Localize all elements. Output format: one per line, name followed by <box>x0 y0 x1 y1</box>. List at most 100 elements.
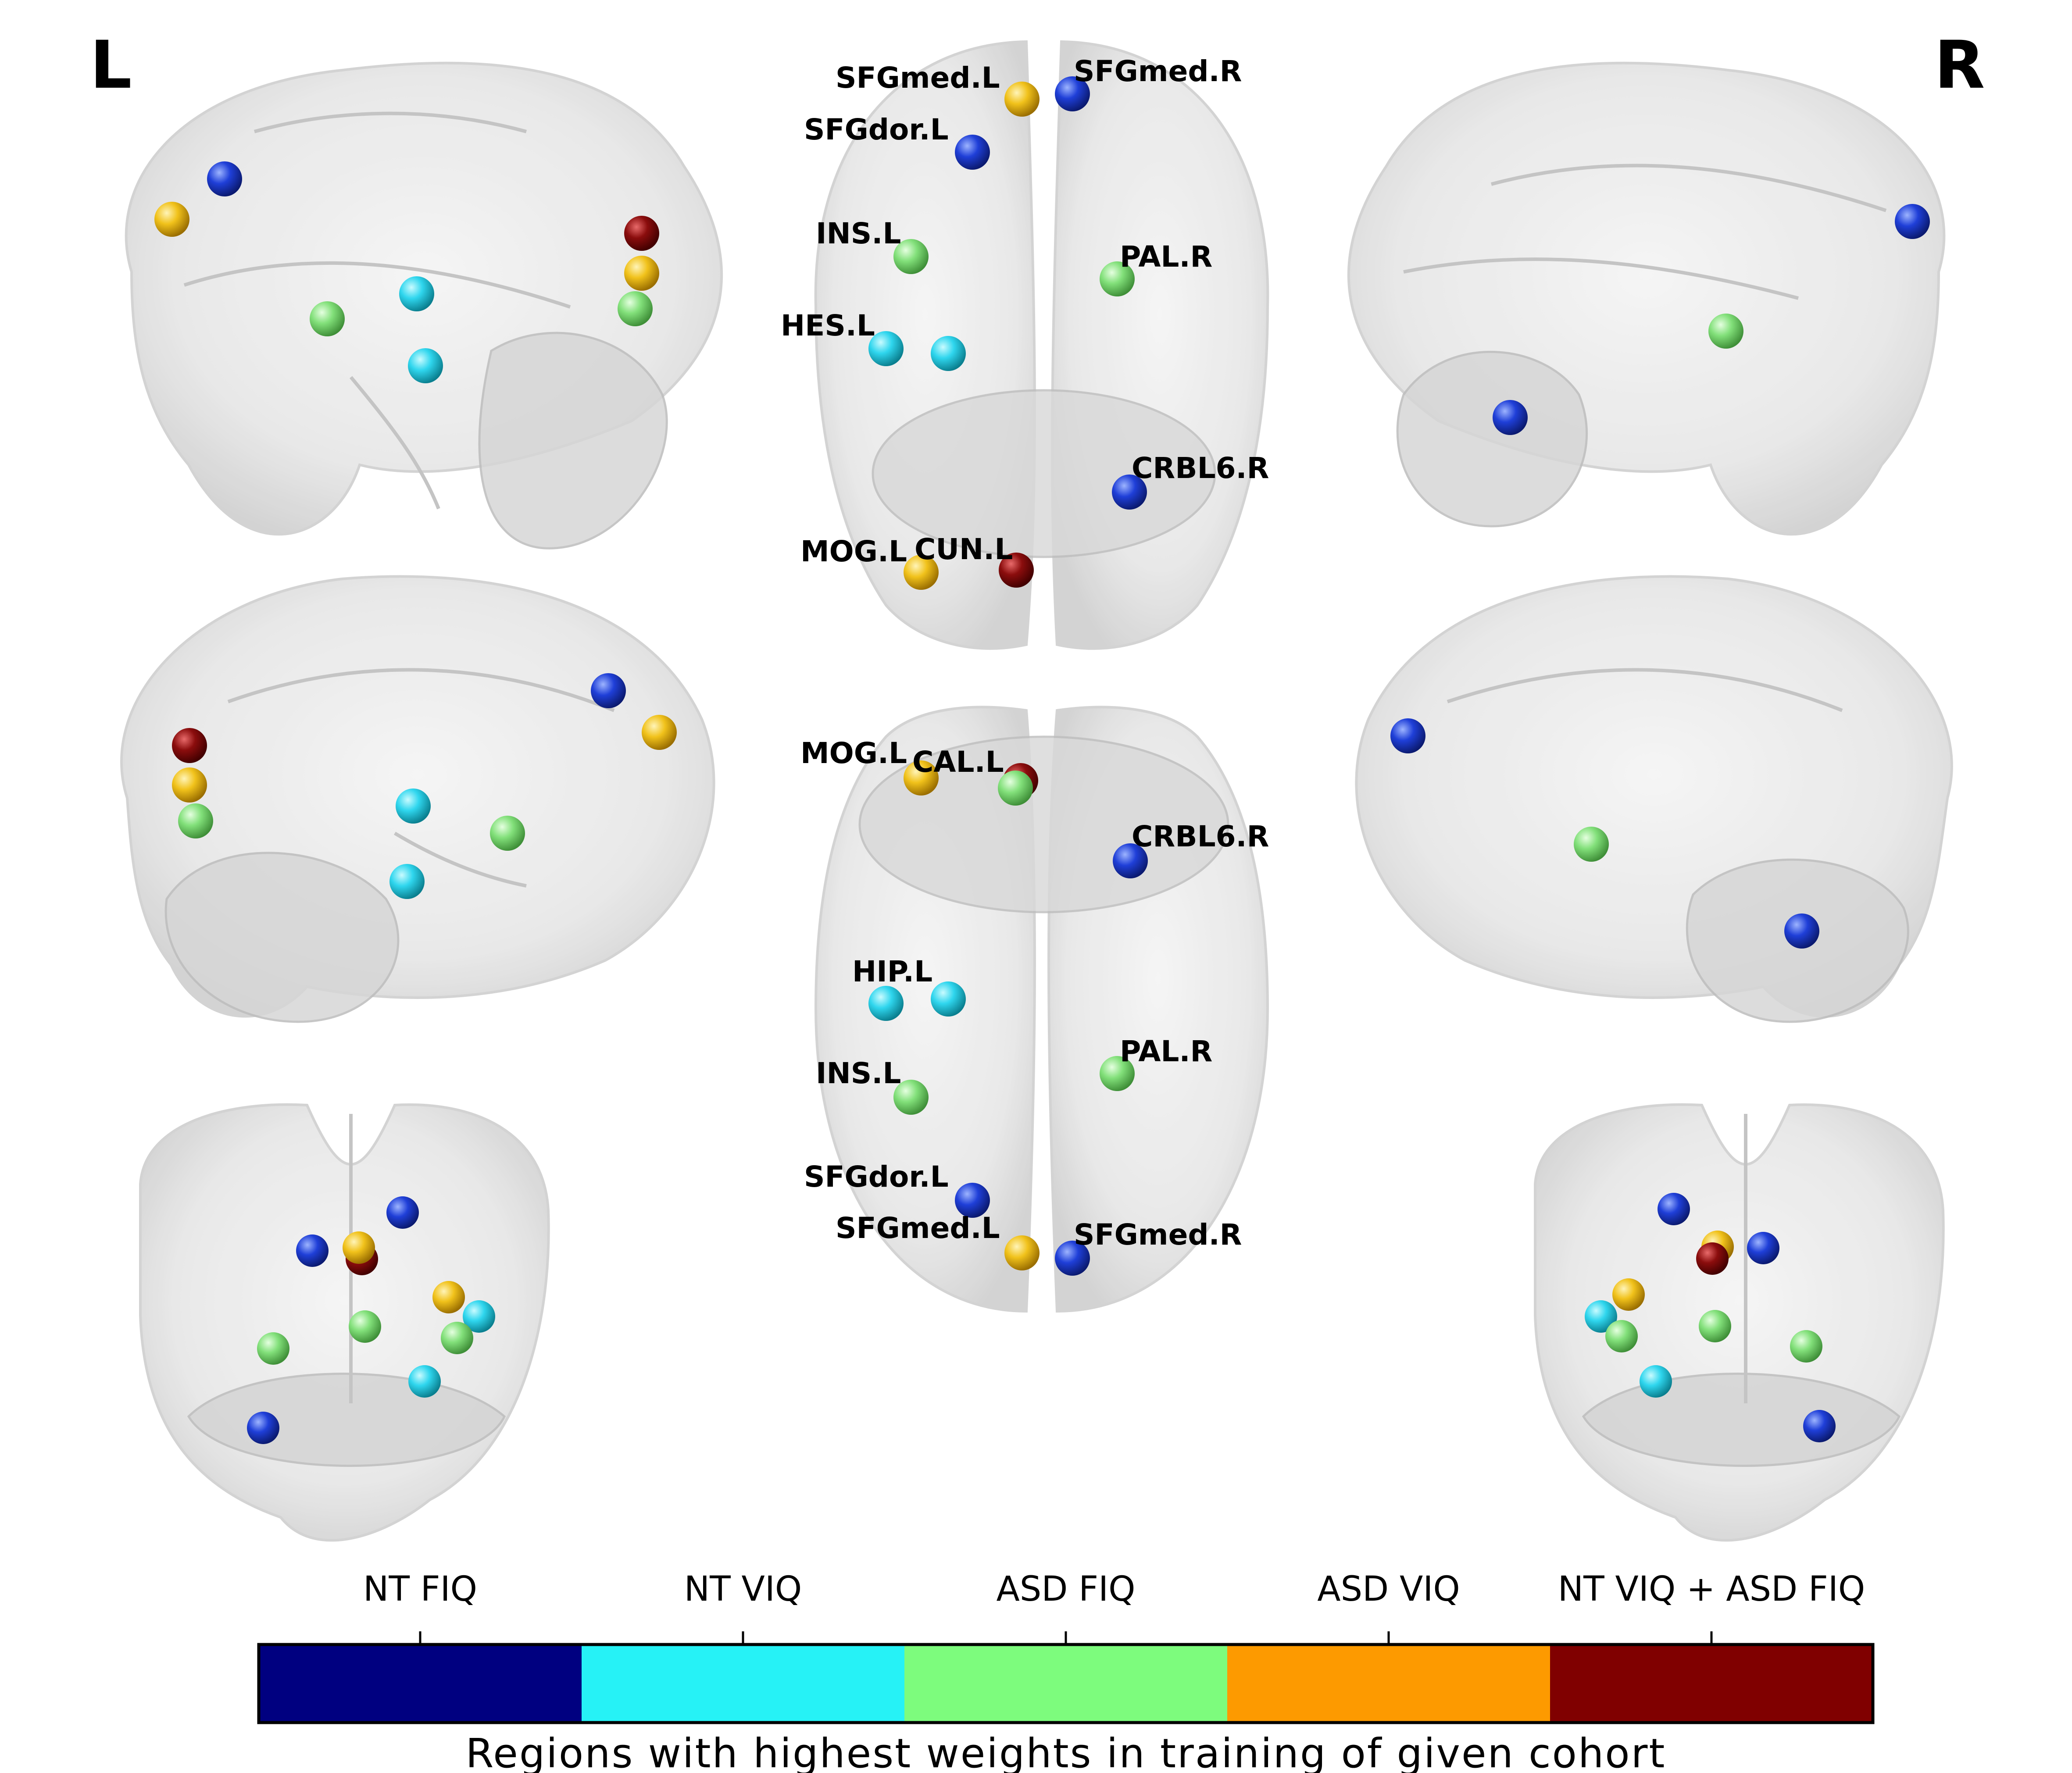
sulci-lines <box>183 111 571 510</box>
colorbar-tick-label: NT VIQ <box>684 1570 802 1609</box>
sulci-lines <box>227 668 615 888</box>
region-label: CUN.L <box>915 532 1013 566</box>
colorbar-swatch <box>582 1645 905 1723</box>
region-label: INS.L <box>816 217 901 250</box>
node-yellow <box>624 256 659 291</box>
node-green <box>893 239 929 274</box>
node-green <box>349 1310 381 1343</box>
region-label: PAL.R <box>1120 240 1212 274</box>
sulci-lines <box>1447 668 1843 712</box>
right-hemisphere-outline <box>1051 40 1269 650</box>
colorbar-tick-label: ASD VIQ <box>1317 1570 1460 1609</box>
node-green <box>310 301 345 336</box>
colorbar-swatch <box>259 1645 582 1723</box>
region-label: HES.L <box>781 309 875 342</box>
colorbar-swatch <box>1227 1645 1550 1723</box>
node-blue <box>247 1412 279 1444</box>
node-green <box>178 803 213 838</box>
node-yellow <box>1004 82 1040 117</box>
node-green <box>1790 1330 1822 1363</box>
node-green <box>1574 827 1609 862</box>
node-yellow <box>343 1231 375 1264</box>
region-label: INS.L <box>816 1056 901 1090</box>
node-blue <box>1658 1193 1690 1225</box>
node-blue <box>1784 913 1819 949</box>
node-green <box>618 291 653 326</box>
left-lateral-view <box>125 61 723 549</box>
region-label: SFGmed.R <box>1074 1218 1242 1252</box>
node-blue <box>1895 204 1930 239</box>
cerebellum <box>164 852 400 1023</box>
node-cyan <box>399 276 434 311</box>
node-darkred <box>1696 1242 1729 1275</box>
node-darkred <box>624 216 659 251</box>
left-coronal-view <box>139 1103 550 1542</box>
node-yellow <box>432 1281 465 1313</box>
node-darkred <box>999 553 1034 588</box>
node-green <box>257 1332 289 1365</box>
node-blue <box>1055 1241 1090 1276</box>
node-cyan <box>868 986 904 1021</box>
node-blue <box>1493 400 1528 435</box>
colorbar-swatch <box>904 1645 1228 1723</box>
right-coronal-view <box>1534 1103 1945 1542</box>
node-cyan <box>463 1300 495 1333</box>
region-label: SFGmed.R <box>1074 54 1242 88</box>
node-cyan <box>868 331 904 366</box>
node-blue <box>591 673 626 708</box>
node-green <box>490 816 525 851</box>
right-lateral-view <box>1347 61 1946 536</box>
node-cyan <box>931 336 966 371</box>
region-label: SFGmed.L <box>836 61 1000 95</box>
node-green <box>1708 314 1743 349</box>
region-label: HIP.L <box>852 955 932 988</box>
node-green <box>1605 1320 1638 1352</box>
node-green <box>1100 261 1135 296</box>
region-label: SFGdor.L <box>804 1160 949 1194</box>
colorbar-border <box>257 1643 1875 1724</box>
node-blue <box>207 161 242 196</box>
sulci-lines <box>1403 164 1887 300</box>
node-cyan <box>389 864 425 899</box>
cerebellum <box>1582 1373 1901 1467</box>
axial-top-view: SFGmed.L SFGmed.R SFGdor.L INS.L PAL.R H… <box>781 40 1269 650</box>
node-green <box>998 771 1033 806</box>
right-hemisphere-label: R <box>1934 27 1985 103</box>
region-label: SFGdor.L <box>804 113 949 146</box>
node-blue <box>955 1183 990 1218</box>
node-yellow <box>1004 1235 1040 1270</box>
node-cyan <box>408 348 443 383</box>
region-label: MOG.L <box>800 535 907 568</box>
node-cyan <box>931 981 966 1017</box>
colorbar-ticks <box>419 1631 1713 1645</box>
node-blue <box>296 1234 329 1267</box>
node-green <box>893 1080 929 1115</box>
colorbar-swatches <box>259 1645 1873 1723</box>
colorbar-caption: Regions with highest weights in training… <box>466 1730 1666 1773</box>
colorbar-tick-label: NT VIQ + ASD FIQ <box>1558 1570 1865 1609</box>
node-yellow <box>1612 1278 1645 1311</box>
node-yellow <box>904 555 939 590</box>
node-cyan <box>1585 1300 1617 1333</box>
node-yellow <box>904 760 939 796</box>
node-blue <box>1113 843 1148 878</box>
left-medial-view <box>120 575 715 1023</box>
cerebellum <box>1396 351 1588 528</box>
node-green <box>441 1322 473 1354</box>
node-green <box>1100 1056 1135 1091</box>
cerebellum <box>872 389 1216 558</box>
node-blue <box>1390 718 1425 753</box>
node-blue <box>1112 474 1147 510</box>
node-cyan <box>1640 1365 1672 1398</box>
cerebellum <box>478 332 668 549</box>
colorbar-tick-label: NT FIQ <box>363 1570 477 1609</box>
node-yellow <box>172 767 207 803</box>
node-yellow <box>154 202 189 237</box>
colorbar-swatch <box>1550 1645 1873 1723</box>
node-blue <box>1055 76 1090 111</box>
node-cyan <box>396 788 431 824</box>
node-green <box>1699 1310 1731 1342</box>
